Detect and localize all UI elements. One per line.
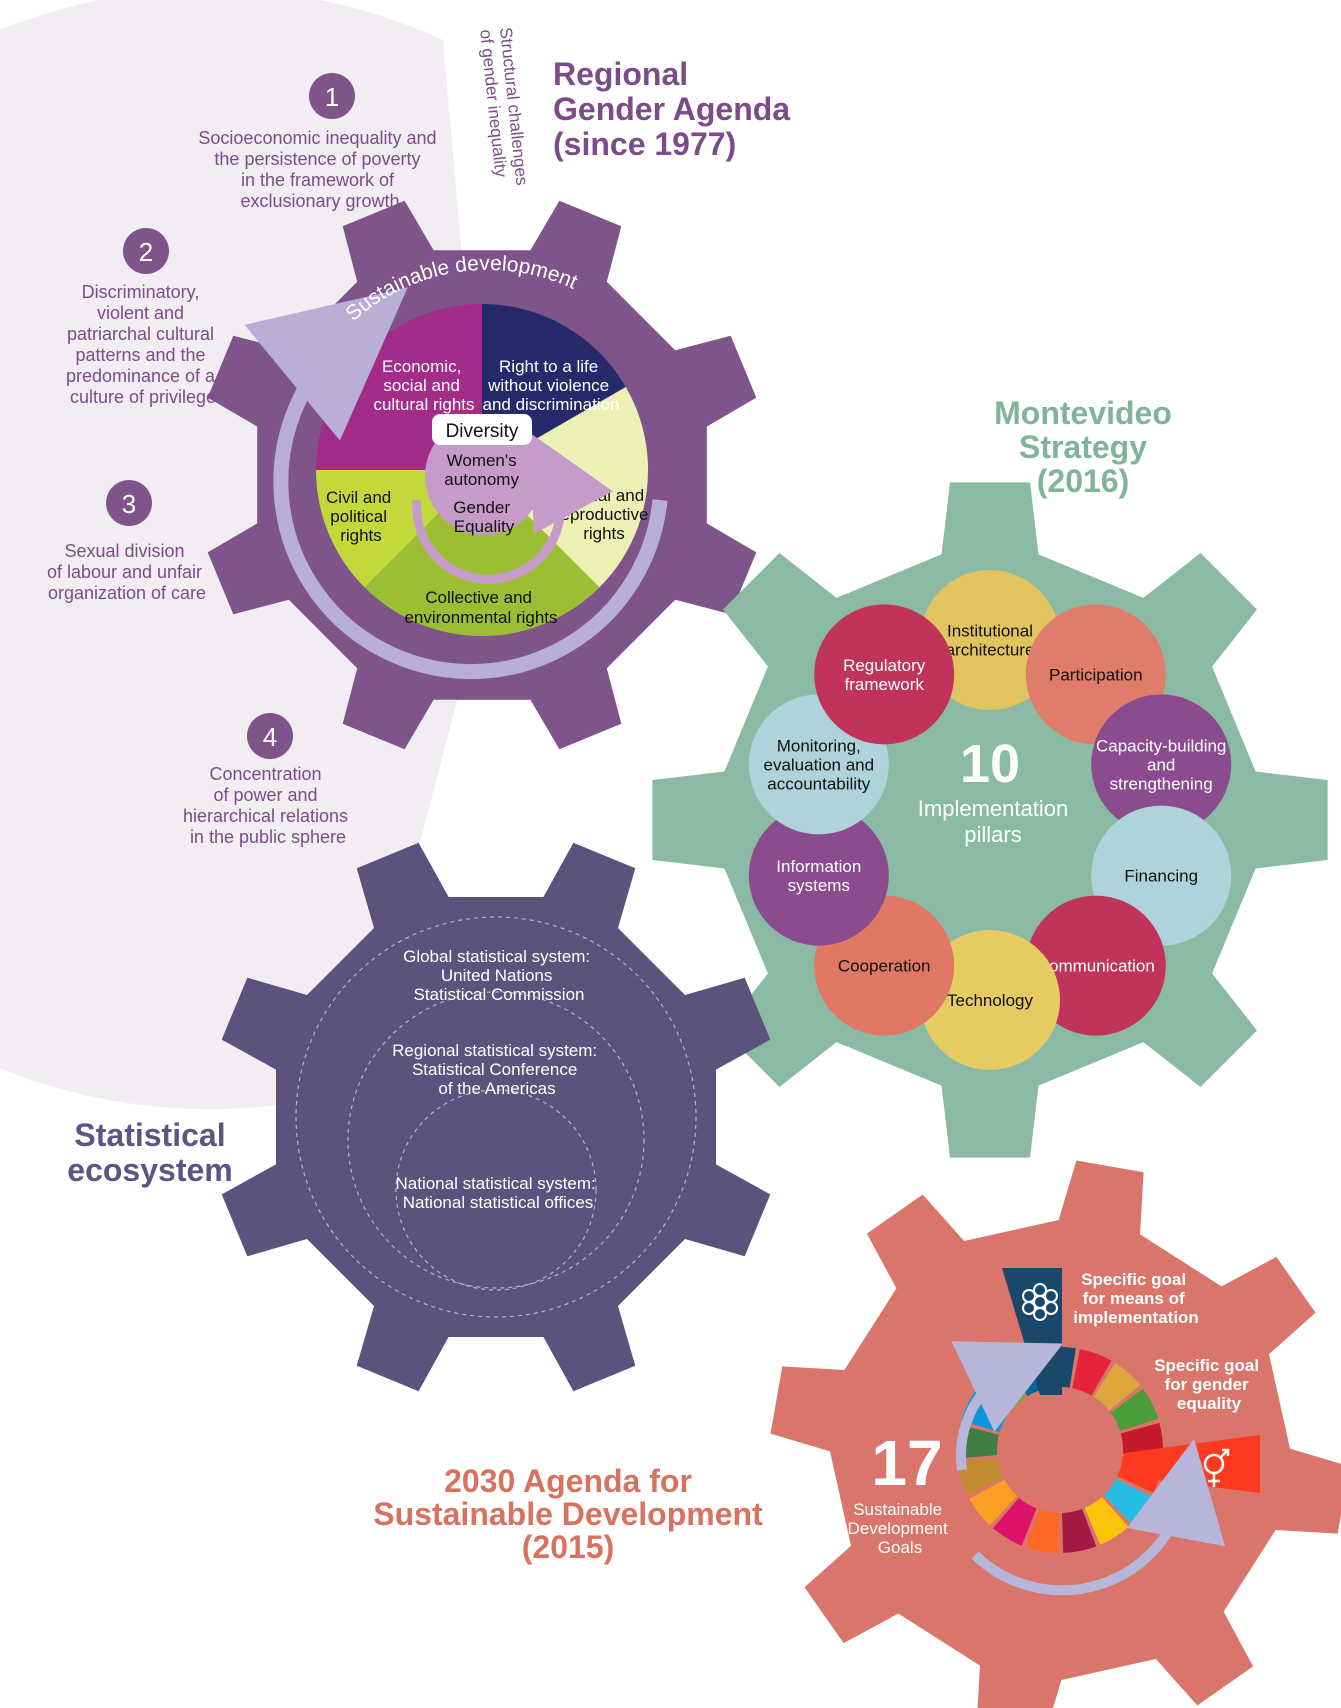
pillars-center: 10 Implementation pillars [918,734,1068,847]
svg-text:2: 2 [139,237,153,267]
sdg-center [999,1389,1121,1511]
pillar-label: Financing [1124,867,1198,886]
statistical-title: Statistical ecosystem [67,1117,232,1188]
regional-agenda-title: Regional Gender Agenda (since 1977) [553,56,790,162]
number-badge [247,713,293,759]
sdg-arrow-upper [951,1341,1064,1471]
pillar-circle [920,570,1060,710]
svg-text:Implementation: Implementation [918,796,1068,821]
center-label: Women's autonomy Gender Equality [444,451,523,536]
svg-text:Concentration of power a: Concentration of power and hierarchical … [183,764,353,847]
goal-means-label: Specific goal for means of implementatio… [1073,1270,1199,1327]
svg-text:Montevideo: Montevideo [994,395,1172,431]
svg-text:Discriminatory, violent: Discriminatory, violent and patriarchal … [66,282,220,407]
segment-collective-environmental-rights [364,470,600,637]
pillar-circle [920,930,1060,1070]
pillar-circle [1025,895,1166,1036]
number-badge [309,73,355,119]
sdg-segment [969,1479,1018,1526]
pillar-label: Communication [1037,957,1155,976]
global-level-label: Global statistical system: United Nation… [403,947,595,1004]
national-level-label: National statistical system: National st… [395,1174,600,1212]
svg-text:(2016): (2016) [1037,463,1130,499]
pillar-circle [1091,694,1232,835]
pillar-circle [814,604,955,745]
sustainable-development-ring [244,287,668,680]
svg-text:Gender Agenda: Gender Agenda [553,91,790,127]
autonomy-center [425,417,543,535]
sdg-segment [957,1457,1004,1495]
diversity-badge [432,414,532,445]
segment-label: Civil and political rights [326,488,396,545]
agenda-2030-title: 2030 Agenda for Sustainable Development … [373,1463,763,1565]
pillar: Communication [1025,895,1166,1036]
svg-text:Sexual division of labou: Sexual division of labour and unfair org… [47,541,207,603]
svg-text:Statistical: Statistical [74,1117,225,1153]
number-badge [106,480,152,526]
sdg-count: 17 Sustainable Development Goals [848,1427,953,1557]
autonomy-ring [412,433,613,584]
svg-text:ecosystem: ecosystem [67,1152,232,1188]
segment-label: Right to a life without violence and dis… [482,357,619,414]
svg-text:Socioeconomic inequality and: Socioeconomic inequality and the persist… [198,128,441,211]
svg-text:Sustainable Development: Sustainable Development Goals [848,1500,953,1557]
challenge-1: 1 Socioeconomic inequality and the persi… [198,73,441,211]
challenge-2: 2 Discriminatory, violent and patriarcha… [66,228,220,407]
svg-text:1: 1 [325,82,339,112]
challenge-3: 3 Sexual division of labour and unfair o… [47,480,207,603]
sdg-segment [993,1497,1037,1546]
pillar-circle [748,805,889,946]
montevideo-title: Montevideo Strategy (2016) [994,395,1172,499]
svg-text:Regional: Regional [553,56,688,92]
sdg-segment [1110,1388,1159,1431]
statistical-ecosystem-gear [221,842,771,1392]
sdg-segment [1072,1349,1112,1396]
svg-text:Diversity: Diversity [446,421,519,442]
svg-text:3: 3 [122,489,136,519]
structural-challenges-label: Structural challenges of gender inequali… [476,26,531,186]
svg-text:4: 4 [263,722,277,752]
svg-text:(2015): (2015) [522,1529,615,1565]
svg-text:Sustainable Development: Sustainable Development [373,1496,763,1532]
svg-text:Specific goal for means: Specific goal for means of implementatio… [1073,1270,1199,1327]
svg-text:2030 Agenda for: 2030 Agenda for [444,1463,692,1499]
svg-text:10: 10 [960,734,1020,794]
sdg-segment [1093,1363,1141,1411]
sdg-segment [1062,1509,1097,1553]
goal-gender-label: Specific goal for gender equality [1154,1356,1264,1413]
svg-text:17: 17 [871,1427,942,1499]
pillar: Technology [920,930,1060,1070]
sdg-arrow-lower [971,1438,1226,1596]
number-badge [123,228,169,274]
pillar-label: Participation [1049,665,1143,684]
regional-level-label: Regional statistical system: Statistical… [392,1041,602,1098]
statistical-levels: Global statistical system: United Nation… [392,947,602,1212]
sdg-segment [1084,1497,1129,1545]
svg-text:Strategy: Strategy [1019,429,1147,465]
pillar-label: Cooperation [838,957,931,976]
sdg-segment [1025,1509,1060,1553]
flower-icon [1022,1283,1058,1321]
rights-wheel: Sustainable development Economic, social… [244,252,672,680]
svg-text:pillars: pillars [964,822,1021,847]
segment-label: Economic, social and cultural rights [373,357,474,414]
pillar-label: Technology [947,991,1034,1010]
challenge-4: 4 Concentration of power and hierarchica… [183,713,353,847]
svg-text:Specific goal for gender: Specific goal for gender equality [1154,1356,1264,1413]
svg-text:(since 1977): (since 1977) [553,126,736,162]
statistical-rings [295,916,697,1318]
segment-label: Collective and environmental rights [404,588,557,627]
